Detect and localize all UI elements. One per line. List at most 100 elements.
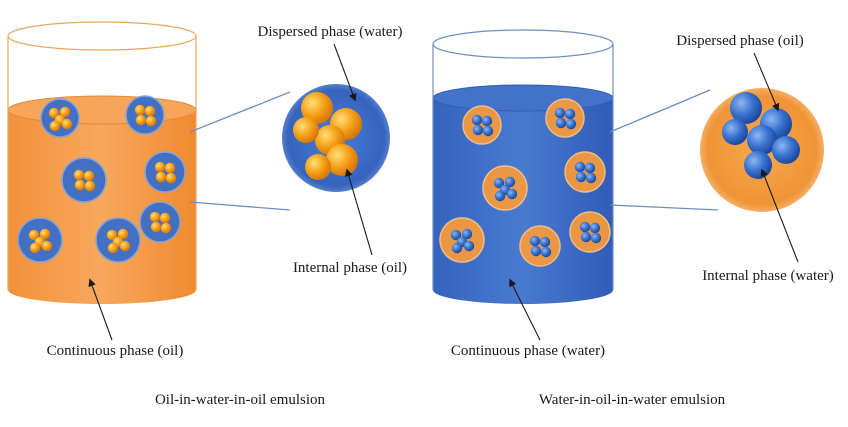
right-caption: Water-in-oil-in-water emulsion xyxy=(539,392,726,408)
right-internal-droplet xyxy=(584,162,596,174)
right-arrow-internal xyxy=(760,168,799,263)
right-internal-droplet xyxy=(461,228,473,240)
right-internal-droplet xyxy=(580,231,592,243)
left-internal-droplet xyxy=(59,106,71,118)
left-zoom-line-bottom xyxy=(189,201,291,211)
right-internal-droplet xyxy=(575,171,587,183)
left-internal-droplet xyxy=(165,172,177,184)
right-internal-droplet xyxy=(574,161,586,173)
right-internal-droplet xyxy=(564,108,576,120)
left-internal-droplet xyxy=(73,169,85,181)
right-internal-droplet xyxy=(530,245,542,257)
right-zoom-line-bottom xyxy=(609,204,719,211)
right-liquid-surface xyxy=(432,84,614,112)
left-internal-droplet xyxy=(28,229,40,241)
right-label-internal-phase: Internal phase (water) xyxy=(702,268,834,284)
left-internal-droplet xyxy=(119,240,131,252)
left-internal-droplet xyxy=(84,180,96,192)
right-internal-droplet xyxy=(540,246,552,258)
left-internal-droplet xyxy=(48,107,60,119)
right-internal-droplet xyxy=(579,221,591,233)
left-internal-droplet xyxy=(106,229,118,241)
right-internal-droplet xyxy=(555,117,567,129)
right-internal-droplet xyxy=(493,177,505,189)
left-globules xyxy=(17,95,186,263)
left-internal-droplet xyxy=(160,222,172,234)
right-internal-droplet xyxy=(554,107,566,119)
left-globule xyxy=(144,151,186,193)
left-globule xyxy=(139,201,181,243)
right-zoom-line-top xyxy=(609,89,711,133)
oil-droplet xyxy=(326,144,358,176)
water-droplet xyxy=(722,119,748,145)
water-droplet xyxy=(772,136,800,164)
left-internal-droplet xyxy=(29,242,41,254)
left-internal-droplet xyxy=(164,162,176,174)
left-internal-droplet xyxy=(61,118,73,130)
left-arrow-dispersed xyxy=(333,43,357,102)
left-zoom-line-top xyxy=(189,91,291,133)
left-globule xyxy=(125,95,165,135)
left-internal-droplet xyxy=(135,114,147,126)
left-magnified-oil-droplets xyxy=(293,92,362,180)
right-internal-droplet xyxy=(539,236,551,248)
left-internal-droplet xyxy=(145,115,157,127)
right-internal-droplet xyxy=(565,118,577,130)
right-internal-droplet xyxy=(494,190,506,202)
left-internal-droplet xyxy=(83,170,95,182)
oil-droplet xyxy=(301,92,333,124)
left-arrow-continuous xyxy=(88,278,113,341)
left-internal-droplet xyxy=(155,171,167,183)
left-beaker-rim xyxy=(7,21,197,51)
oil-droplet xyxy=(293,117,319,143)
left-label-internal-phase: Internal phase (oil) xyxy=(293,260,407,276)
left-internal-droplet xyxy=(134,104,146,116)
right-label-continuous-phase: Continuous phase (water) xyxy=(451,343,605,359)
left-caption: Oil-in-water-in-oil emulsion xyxy=(155,392,326,408)
right-internal-droplet xyxy=(481,115,493,127)
right-internal-droplet xyxy=(506,188,518,200)
oil-droplet xyxy=(305,154,331,180)
right-arrow-continuous xyxy=(509,278,541,341)
left-arrow-internal xyxy=(345,168,373,256)
water-droplet xyxy=(744,151,772,179)
left-liquid-surface xyxy=(7,95,197,125)
left-internal-droplet xyxy=(154,161,166,173)
right-internal-droplet xyxy=(585,172,597,184)
right-internal-droplet xyxy=(450,229,462,241)
right-globule xyxy=(462,105,502,145)
left-internal-droplet xyxy=(159,212,171,224)
left-magnified-globule xyxy=(282,84,390,192)
right-internal-droplet xyxy=(472,124,484,136)
left-internal-droplet xyxy=(107,242,119,254)
right-internal-droplet xyxy=(451,242,463,254)
left-label-dispersed-phase: Dispersed phase (water) xyxy=(258,24,403,40)
right-internal-droplet xyxy=(504,176,516,188)
right-beaker xyxy=(432,29,614,304)
left-internal-droplet xyxy=(117,228,129,240)
water-droplet xyxy=(747,125,777,155)
left-internal-droplet xyxy=(149,211,161,223)
right-globule xyxy=(545,98,585,138)
left-internal-droplet xyxy=(49,120,61,132)
right-globule xyxy=(519,225,561,267)
right-internal-droplet xyxy=(589,222,601,234)
left-internal-droplet xyxy=(150,221,162,233)
right-internal-droplet xyxy=(529,235,541,247)
right-arrow-dispersed xyxy=(753,52,780,112)
right-internal-droplet xyxy=(463,240,475,252)
left-beaker xyxy=(7,21,197,304)
right-internal-droplet xyxy=(590,232,602,244)
right-globule xyxy=(569,211,611,253)
left-globule xyxy=(61,157,107,203)
right-globules xyxy=(439,98,611,267)
water-droplet xyxy=(730,92,762,124)
right-beaker-rim xyxy=(432,29,614,59)
right-label-dispersed-phase: Dispersed phase (oil) xyxy=(676,33,803,49)
right-globule xyxy=(564,151,606,193)
left-internal-droplet xyxy=(74,179,86,191)
left-label-continuous-phase: Continuous phase (oil) xyxy=(47,343,184,359)
left-internal-droplet xyxy=(144,105,156,117)
left-internal-droplet xyxy=(39,228,51,240)
